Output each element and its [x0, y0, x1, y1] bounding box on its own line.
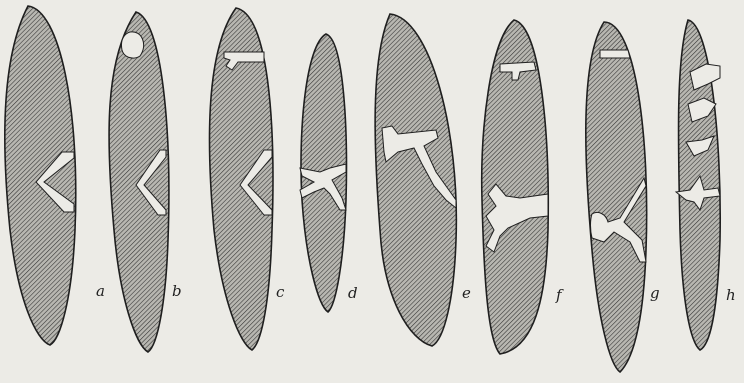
specimen-b: b — [109, 12, 182, 352]
specimen-b-notch — [121, 32, 143, 58]
label-g: g — [650, 284, 660, 302]
specimen-g-bar — [600, 50, 630, 58]
specimen-g: g — [586, 22, 660, 372]
label-c: c — [276, 283, 285, 301]
label-b: b — [172, 282, 182, 300]
label-e: e — [462, 284, 471, 302]
label-d: d — [348, 284, 358, 302]
specimen-a-outline — [5, 6, 76, 345]
specimen-d: d — [300, 34, 358, 312]
specimen-a: a — [5, 6, 105, 345]
label-a: a — [96, 282, 105, 300]
label-f: f — [555, 286, 564, 304]
specimen-f: f — [482, 20, 564, 354]
specimen-e: e — [375, 14, 471, 346]
specimen-e-outline — [375, 14, 456, 346]
specimen-h: h — [676, 20, 736, 350]
label-h: h — [726, 286, 736, 304]
specimen-c: c — [209, 8, 285, 350]
